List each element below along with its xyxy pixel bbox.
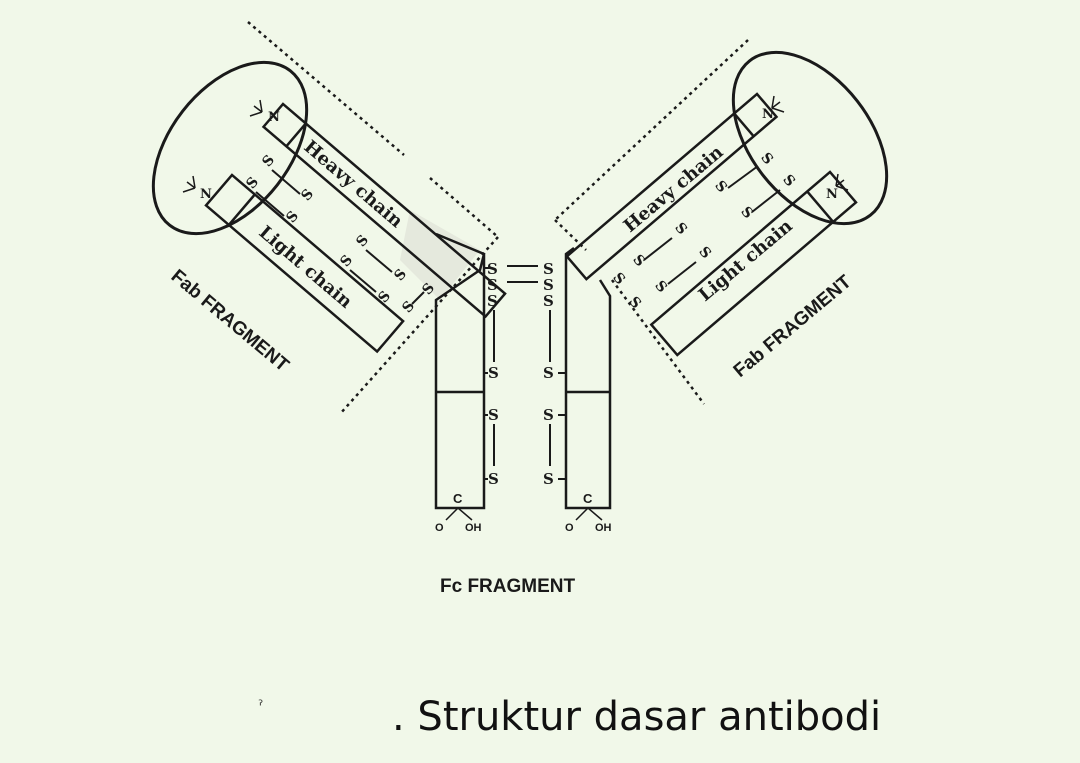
left-heavy-n-terminus: N	[268, 110, 280, 125]
left-heavy-chain	[261, 102, 507, 319]
hinge-s-l3: S	[487, 292, 498, 310]
left-s-8: S	[375, 288, 394, 306]
right-s-2: S	[711, 178, 730, 196]
right-heavy-n-terminus: N	[762, 107, 774, 122]
hinge-s-r3: S	[543, 292, 554, 310]
right-heavy-chain	[565, 92, 779, 281]
fc-left-s-1: S	[488, 364, 499, 382]
right-s-6: S	[629, 252, 648, 270]
right-s-3: S	[779, 172, 798, 190]
left-s-6: S	[391, 266, 410, 284]
right-s-7: S	[695, 244, 714, 262]
fc-right-s-3: S	[543, 470, 554, 488]
left-s-3: S	[243, 174, 262, 192]
caption-text: . Struktur dasar antibodi	[392, 694, 882, 740]
right-oh-label: OH	[595, 522, 612, 534]
caption-mark: ˀ	[258, 698, 264, 714]
right-s-10: S	[625, 294, 644, 312]
left-heavy-chain-label: Heavy chain	[300, 136, 407, 232]
right-light-chain-label: Light chain	[695, 216, 797, 306]
left-light-chain	[204, 173, 405, 354]
hinge-s-r1: S	[543, 260, 554, 278]
fc-right-s-1: S	[543, 364, 554, 382]
left-s-5: S	[353, 232, 372, 250]
fc-right-s-2: S	[543, 406, 554, 424]
hinge-s-l2: S	[487, 276, 498, 294]
left-oh-label: OH	[465, 522, 482, 534]
fc-region: S S S S S S S S S S S S C C O OH O OH	[434, 232, 612, 597]
right-s-9: S	[609, 270, 628, 288]
left-o-label: O	[435, 522, 444, 534]
left-s-2: S	[298, 186, 317, 204]
hinge-s-l1: S	[487, 260, 498, 278]
fc-fragment-label: Fc FRAGMENT	[440, 576, 576, 597]
right-o-label: O	[565, 522, 574, 534]
left-variable-region-ellipse	[151, 60, 309, 236]
right-s-1: S	[757, 150, 776, 168]
right-variable-region-ellipse	[731, 50, 889, 226]
left-s-1: S	[259, 152, 278, 170]
right-heavy-chain-label: Heavy chain	[620, 142, 728, 237]
hinge-s-r2: S	[543, 276, 554, 294]
right-light-n-terminus: N	[826, 187, 838, 202]
fc-left-s-3: S	[488, 470, 499, 488]
right-c-terminus: C	[583, 491, 593, 506]
left-light-n-terminus: N	[200, 187, 212, 202]
left-c-terminus: C	[453, 491, 463, 506]
left-fab-arm: Heavy chain Light chain N N S S S S S S …	[151, 21, 507, 415]
right-s-4: S	[737, 204, 756, 222]
right-s-8: S	[651, 278, 670, 296]
caption: ˀ . Struktur dasar antibodi	[0, 694, 1080, 754]
right-s-5: S	[671, 220, 690, 238]
left-s-4: S	[283, 208, 302, 226]
right-light-chain	[649, 170, 858, 357]
left-fab-label: Fab FRAGMENT	[167, 266, 293, 377]
fc-left-s-2: S	[488, 406, 499, 424]
right-fab-label: Fab FRAGMENT	[730, 271, 856, 382]
